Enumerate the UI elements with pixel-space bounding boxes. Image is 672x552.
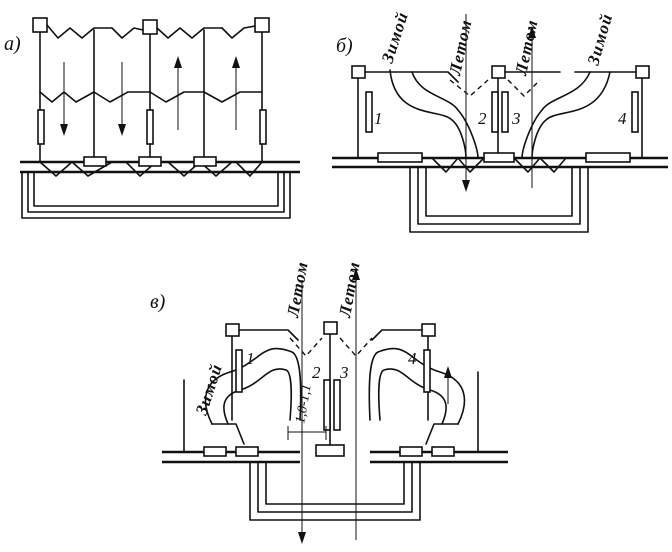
panel-b-heater-4 (631, 91, 639, 133)
panel-c-floor-box-2 (235, 446, 259, 457)
panel-a-top-curtain-3 (156, 27, 223, 39)
panel-b-label: б) (336, 35, 353, 57)
panel-c-duct-left-inner (223, 368, 292, 425)
panel-b-arrowhead-up-right (528, 26, 536, 38)
panel-c-duct-right-outer (368, 347, 466, 425)
panel-a-top-curtain-1 (46, 24, 113, 39)
panel-c-loop-mid (257, 461, 413, 513)
panel-b-top-rail-left (364, 71, 459, 83)
panel-b-floor-box-3 (585, 152, 631, 163)
panel-c-duct-left-base (211, 423, 245, 445)
panel-c: в) (150, 260, 508, 544)
panel-c-heater-4 (423, 349, 431, 393)
panel-b-season-label-2: Летом (445, 18, 476, 78)
panel-b-duct-right-inner (521, 71, 591, 159)
panel-a-heater-3 (259, 109, 267, 145)
panel-c-loop-outer (249, 461, 421, 521)
panel-b-heater-label-1: 1 (374, 109, 383, 128)
panel-c-top-box-1 (225, 323, 240, 337)
panel-a-loop-inner (33, 171, 279, 207)
panel-c-heater-2 (323, 379, 331, 431)
panel-a: а) (4, 17, 300, 219)
panel-c-season-label-2: Летом (335, 260, 364, 320)
panel-a-arrowhead-down-2 (118, 124, 126, 136)
panel-c-arrowhead-down-left (298, 532, 306, 544)
panel-b-loop-mid (417, 166, 581, 225)
panel-c-top-rail-right (371, 329, 423, 341)
panel-a-top-box-2 (142, 19, 158, 35)
panel-c-top-rail-left (238, 329, 299, 341)
panel-b-arrowhead-down-left (462, 180, 470, 192)
panel-c-heater-1 (235, 349, 243, 393)
panel-a-floor-box-3 (193, 156, 217, 167)
panel-a-mid-curtain (39, 91, 263, 103)
panel-a-floor-box-2 (138, 156, 162, 167)
panel-b-duct-right-outer (531, 71, 611, 159)
panel-b: б) (332, 9, 668, 233)
panel-b-season-label-4: Зимой (583, 11, 616, 68)
panel-c-floor-box-4 (399, 446, 423, 457)
panel-a-arrowhead-up-2 (232, 56, 240, 68)
panel-b-heater-label-2: 2 (478, 109, 487, 128)
panel-a-floor-box-1 (83, 156, 107, 167)
panel-b-heater-1 (365, 91, 373, 133)
panel-c-season-label-1: Летом (283, 260, 312, 320)
panel-a-bottom-curtain-4 (235, 161, 263, 177)
panel-c-dashed-vent-left (289, 337, 323, 358)
panel-a-top-curtain-4 (221, 25, 256, 39)
panel-a-loop-mid (27, 171, 285, 213)
panel-b-heater-2 (491, 91, 499, 133)
panel-c-duct-left-outer (204, 347, 302, 425)
panel-c-floor-box-3 (315, 444, 345, 457)
panel-a-arrowhead-down-1 (60, 124, 68, 136)
panel-b-bottom-zigzag-left (431, 157, 485, 173)
panel-b-top-box-2 (491, 65, 506, 79)
panel-c-duct-right-base (425, 423, 459, 445)
panel-c-dashed-vent-right (339, 337, 373, 358)
panel-b-dashed-vent-right (507, 79, 541, 97)
panel-b-season-label-1: Зимой (377, 9, 412, 66)
panel-c-dimension-label: 1,0-1,1 (293, 383, 315, 425)
panel-a-label: а) (4, 33, 21, 55)
panel-b-heater-label-3: 3 (511, 109, 521, 128)
panel-a-top-box-1 (32, 17, 48, 33)
panel-b-loop-inner (425, 166, 573, 217)
panel-c-heater-label-4: 4 (408, 349, 417, 368)
panel-b-duct-left-inner (411, 71, 479, 159)
panel-a-heater-2 (146, 109, 154, 145)
panel-a-top-box-3 (254, 17, 270, 33)
panel-c-heater-label-3: 3 (339, 363, 349, 382)
panel-a-heater-1 (37, 109, 45, 145)
panel-c-heater-label-1: 1 (246, 349, 255, 368)
panel-c-duct-right-inner (378, 368, 447, 425)
panel-a-loop-outer (21, 171, 291, 219)
panel-c-heater-3 (333, 379, 341, 431)
panel-b-floor-box-1 (377, 152, 423, 163)
panel-b-top-box-3 (635, 65, 650, 79)
panel-b-duct-left-outer (389, 69, 467, 159)
panel-c-floor-box-5 (431, 446, 455, 457)
panel-c-label: в) (150, 291, 166, 313)
panel-c-arrowhead-up-right (352, 268, 360, 280)
panel-b-top-box-1 (351, 65, 366, 79)
panel-b-heater-3 (501, 91, 509, 133)
panel-c-top-box-3 (421, 323, 436, 337)
panel-b-loop-outer (409, 166, 589, 233)
panel-a-top-curtain-2 (111, 27, 144, 39)
panel-c-heater-label-2: 2 (312, 363, 321, 382)
panel-b-season-label-3: Летом (511, 18, 542, 78)
panel-a-arrowhead-up-1 (174, 56, 182, 68)
panel-b-floor-box-2 (483, 152, 515, 163)
panel-a-bottom-curtain-1 (39, 161, 113, 177)
panel-b-heater-label-4: 4 (618, 109, 627, 128)
panel-c-arrowhead-up-far-right (444, 366, 452, 378)
panel-b-bottom-zigzag-right (513, 157, 567, 173)
panel-c-loop-inner (265, 461, 405, 505)
panel-c-season-label-3: Зимой (191, 361, 226, 418)
panel-c-floor-box-1 (203, 446, 227, 457)
panel-c-top-box-2 (323, 321, 338, 335)
panel-b-dashed-vent-left (449, 79, 489, 97)
